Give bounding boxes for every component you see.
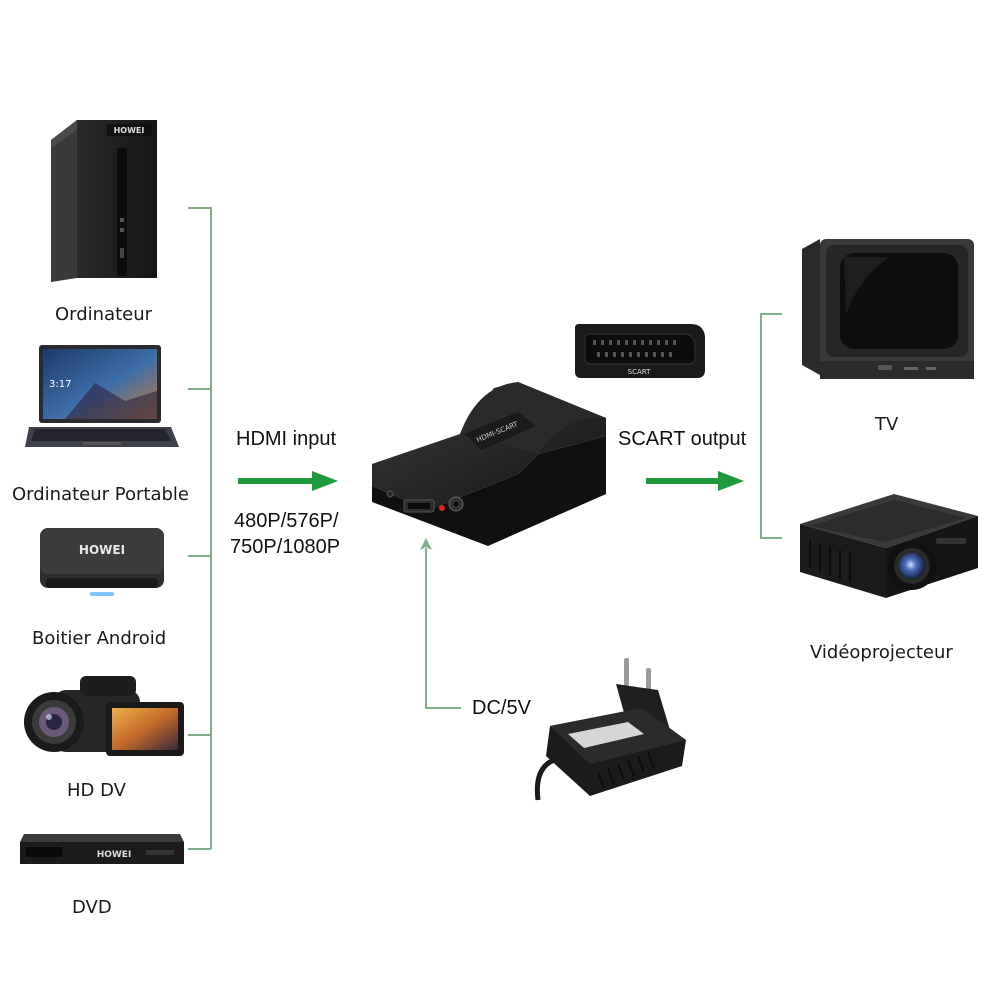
source-bracket-tick-1 — [188, 207, 211, 209]
projector-icon — [800, 494, 978, 598]
power-line-arrowhead — [420, 538, 432, 550]
destination-bracket-vertical — [760, 313, 762, 538]
crt-tv-icon — [802, 239, 974, 379]
source-bracket-vertical — [210, 207, 212, 849]
input-arrow — [238, 471, 338, 491]
dvd-brand-text: HOWEI — [97, 850, 132, 860]
source-bracket-tick-5 — [188, 848, 211, 850]
destination-label-videoprojecteur: Vidéoprojecteur — [810, 642, 953, 663]
output-label: SCART output — [618, 428, 747, 450]
source-label-boitier-android: Boitier Android — [32, 628, 167, 649]
desktop-tower-icon: HOWEI — [51, 120, 157, 282]
power-label: DC/5V — [472, 697, 531, 719]
android-box-icon: HOWEI — [40, 528, 164, 596]
input-resolutions-line1: 480P/576P/ — [234, 510, 339, 532]
laptop-icon: 3:17 — [25, 345, 179, 447]
output-arrow — [646, 471, 744, 491]
destination-label-tv: TV — [875, 414, 899, 435]
input-label: HDMI input — [236, 428, 337, 450]
dvd-player-icon: HOWEI — [20, 834, 184, 864]
source-label-hd-dv: HD DV — [67, 780, 126, 801]
power-adapter-icon — [534, 658, 686, 801]
power-line-vertical — [425, 548, 427, 708]
destination-bracket-tick-2 — [760, 537, 782, 539]
input-resolutions-line2: 750P/1080P — [230, 536, 341, 558]
scart-connector-label: SCART — [628, 368, 651, 376]
destination-bracket-tick-1 — [760, 313, 782, 315]
desktop-brand-text: HOWEI — [114, 126, 145, 135]
hdmi-scart-converter-icon: HDMI-SCART — [372, 382, 606, 546]
source-bracket-tick-3 — [188, 555, 211, 557]
scart-connector-icon: SCART — [575, 324, 705, 378]
android-box-brand-text: HOWEI — [79, 543, 125, 557]
source-label-ordinateur: Ordinateur — [55, 304, 153, 325]
source-bracket-tick-2 — [188, 388, 211, 390]
power-line-horizontal — [425, 707, 461, 709]
camcorder-icon — [24, 676, 184, 756]
source-label-dvd: DVD — [72, 897, 112, 918]
source-label-ordinateur-portable: Ordinateur Portable — [12, 484, 189, 505]
source-bracket-tick-4 — [188, 734, 211, 736]
svg-text:3:17: 3:17 — [49, 379, 71, 390]
